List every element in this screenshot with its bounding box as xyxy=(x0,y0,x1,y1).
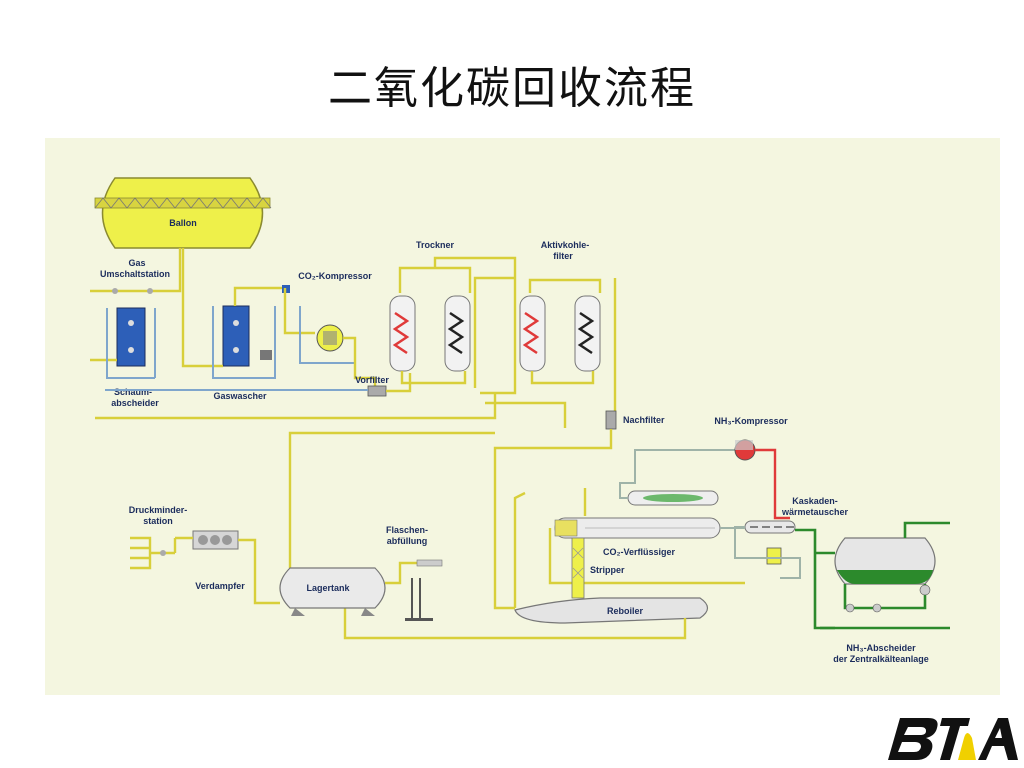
schaum-label: Schaum- xyxy=(114,387,152,397)
reboiler-label: Reboiler xyxy=(607,606,644,616)
co2-recovery-process-diagram: Ballon Gas Umschaltstation Schaum- absch… xyxy=(45,138,1000,695)
co2-kompressor xyxy=(282,285,377,388)
verdampfer-label: Verdampfer xyxy=(195,581,245,591)
schaumabscheider xyxy=(90,307,156,379)
station-label: station xyxy=(143,516,173,526)
co2-kompressor-label: CO₂-Kompressor xyxy=(298,271,372,281)
flaschenabfuellung xyxy=(405,559,443,621)
druckminder-label: Druckminder- xyxy=(129,505,188,515)
gaswascher-label: Gaswascher xyxy=(213,391,267,401)
filter-label: filter xyxy=(553,251,573,261)
aktivkohle-label: Aktivkohle- xyxy=(541,240,590,250)
kaskaden-label: Kaskaden- xyxy=(792,496,838,506)
druckminderstation xyxy=(130,536,175,570)
ballon-tank: Ballon xyxy=(94,177,272,249)
abscheider-label: abscheider xyxy=(111,398,159,408)
stripper xyxy=(571,537,585,599)
trockner xyxy=(386,256,517,393)
zentralkaelte-label: der Zentralkälteanlage xyxy=(833,654,929,664)
gaswascher xyxy=(181,248,285,379)
page-title: 二氧化碳回收流程 xyxy=(328,63,696,114)
waermetauscher-label: wärmetauscher xyxy=(781,507,849,517)
nh3-kompressor xyxy=(634,439,790,520)
abfuellung-label: abfüllung xyxy=(387,536,428,546)
nh3-kompressor-label: NH₃-Kompressor xyxy=(714,416,788,426)
stripper-label: Stripper xyxy=(590,565,625,575)
reboiler xyxy=(343,491,709,640)
gas-label: Gas xyxy=(128,258,145,268)
nh3-abscheider xyxy=(815,521,950,630)
nachfilter-label: Nachfilter xyxy=(623,415,665,425)
vorfilter-label: Vorfilter xyxy=(355,375,389,385)
nachfilter xyxy=(288,410,617,610)
bta-logo-icon xyxy=(888,718,1018,760)
co2-verfluessiger xyxy=(548,488,745,585)
kondensat-sammler xyxy=(619,473,719,506)
umschaltstation-label: Umschaltstation xyxy=(100,269,170,279)
nh3-abscheider-label: NH₃-Abscheider xyxy=(846,643,916,653)
gas-umschaltstation-piping xyxy=(90,248,182,294)
ballon-label: Ballon xyxy=(169,218,197,228)
trockner-label: Trockner xyxy=(416,240,455,250)
verdampfer xyxy=(173,530,280,605)
lagertank xyxy=(279,561,420,616)
co2-verfluessiger-label: CO₂-Verflüssiger xyxy=(603,547,676,557)
lagertank-label: Lagertank xyxy=(306,583,350,593)
aktivkohlefilter xyxy=(480,263,617,428)
flaschen-label: Flaschen- xyxy=(386,525,428,535)
